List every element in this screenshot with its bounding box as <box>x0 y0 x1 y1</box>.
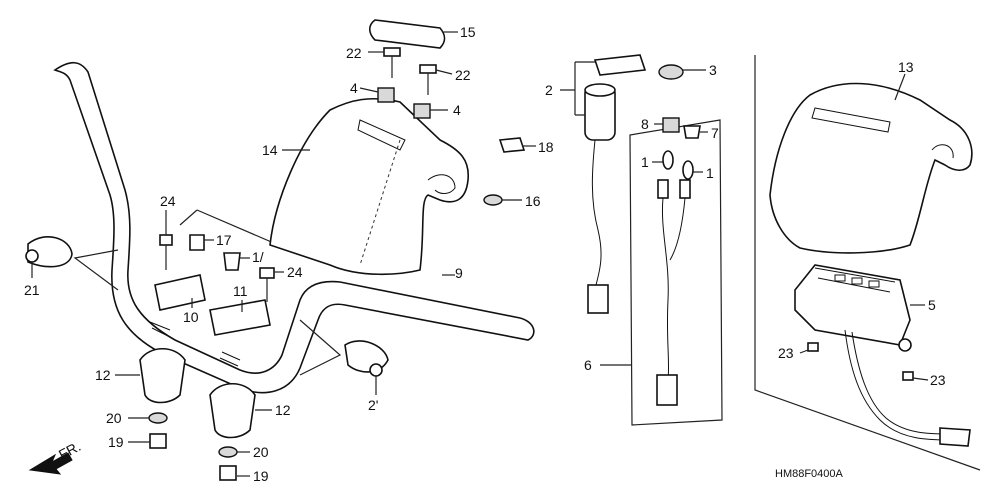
label-15: 15 <box>460 24 476 40</box>
label-2: 2 <box>545 82 553 98</box>
label-6: 6 <box>584 357 592 373</box>
callout-labels: 15 22 22 4 4 14 18 16 2 3 8 7 1 1 13 24 … <box>24 24 946 484</box>
bulb-set <box>662 150 694 180</box>
label-16: 16 <box>525 193 541 209</box>
sub-harness <box>656 179 691 406</box>
ignition-switch <box>584 54 647 314</box>
label-23b: 23 <box>930 372 946 388</box>
label-1b: 1 <box>706 165 714 181</box>
label-24a: 24 <box>160 193 176 209</box>
label-14: 14 <box>262 142 278 158</box>
label-8: 8 <box>641 116 649 132</box>
section-divider <box>754 55 981 471</box>
harness-box <box>629 119 723 426</box>
label-12a: 12 <box>95 367 111 383</box>
label-21a: 21 <box>24 282 40 298</box>
label-22a: 22 <box>346 45 362 61</box>
label-20b: 20 <box>253 444 269 460</box>
label-23a: 23 <box>778 345 794 361</box>
label-22b: 22 <box>455 67 471 83</box>
label-17b: 1/ <box>252 249 264 265</box>
label-19a: 19 <box>108 434 124 450</box>
handlebar <box>53 61 535 394</box>
label-4a: 4 <box>350 80 358 96</box>
meter-cover <box>769 82 973 254</box>
label-13: 13 <box>898 59 914 75</box>
label-24b: 24 <box>287 264 303 280</box>
label-5: 5 <box>928 297 936 313</box>
meter-assembly <box>794 264 971 447</box>
handlebar-cover <box>269 97 469 276</box>
label-11: 11 <box>233 283 248 299</box>
label-19b: 19 <box>253 468 269 484</box>
label-7: 7 <box>711 125 719 141</box>
label-leaders <box>31 31 929 477</box>
label-21b: 2' <box>368 397 378 413</box>
label-9: 9 <box>455 265 463 281</box>
leader-21a <box>73 249 119 291</box>
label-10: 10 <box>183 309 199 325</box>
label-1a: 1 <box>641 154 649 170</box>
small-hardware <box>25 19 914 481</box>
label-12b: 12 <box>275 402 291 418</box>
label-20a: 20 <box>106 410 122 426</box>
diagram-code: HM88F0400A <box>775 468 844 480</box>
label-3: 3 <box>709 62 717 78</box>
leader-21b <box>299 319 342 376</box>
label-4b: 4 <box>453 102 461 118</box>
label-18: 18 <box>538 139 554 155</box>
label-17a: 17 <box>216 232 232 248</box>
front-direction-arrow-icon: FR. <box>28 438 83 475</box>
